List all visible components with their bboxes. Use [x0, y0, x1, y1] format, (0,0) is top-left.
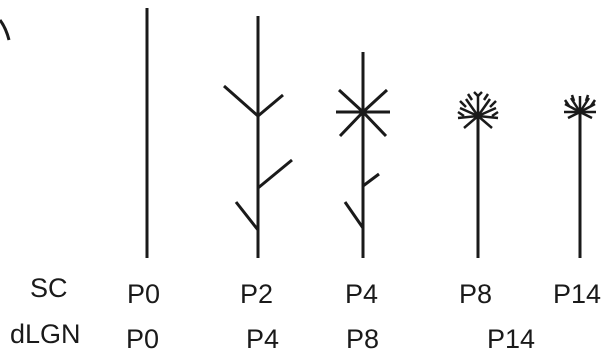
dlgn-age-label: P0	[126, 324, 159, 354]
left-edge-fragment	[0, 19, 11, 41]
row-label-dlgn: dLGN	[10, 319, 81, 349]
axon-p4-star-ray	[337, 88, 365, 114]
axon-p2	[223, 16, 293, 258]
dlgn-age-label: P14	[487, 324, 535, 354]
sc-age-label: P8	[459, 279, 492, 309]
row-label-sc: SC	[30, 273, 68, 303]
axon-p2-branch	[234, 201, 260, 231]
dlgn-age-label: P4	[246, 324, 279, 354]
sc-age-label: P14	[553, 279, 601, 309]
dlgn-age-label: P8	[346, 324, 379, 354]
sc-age-label: P4	[345, 279, 378, 309]
axon-p4-star-ray	[361, 88, 389, 114]
sc-age-label: P0	[127, 279, 160, 309]
axon-p14-arbor	[563, 94, 597, 120]
axon-p4-star-ray	[338, 110, 365, 138]
axon-p14	[563, 94, 597, 258]
axon-p2-branch	[257, 93, 284, 118]
axon-p4-branch	[343, 201, 365, 229]
axon-p2-branch	[257, 158, 293, 190]
axon-p4-star-ray	[361, 110, 388, 138]
axon-p8-arbor	[457, 91, 499, 129]
axon-p4-branch	[362, 172, 380, 188]
sc-age-label: P2	[240, 279, 273, 309]
axon-p8	[457, 91, 499, 258]
axon-p2-branch	[223, 84, 259, 118]
axon-p4	[336, 52, 390, 258]
